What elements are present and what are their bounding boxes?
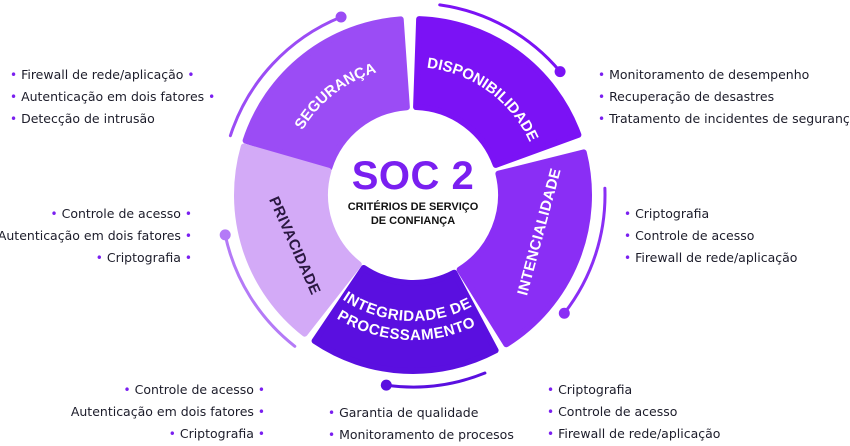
- list-item: Autenticação em dois fatores •: [71, 401, 265, 423]
- arc-end-dot-icon: [558, 307, 570, 319]
- segment-disponibilidade: [413, 16, 582, 168]
- bullet-icon: •: [10, 68, 18, 82]
- bullet-icon: •: [547, 383, 555, 397]
- segment-privacidade: [234, 143, 362, 337]
- list-bottom-left: • Controle de acesso • Autenticação em d…: [71, 379, 265, 445]
- bullet-icon: •: [547, 405, 555, 419]
- list-item-text: Criptografia: [106, 250, 181, 265]
- bullet-icon: •: [257, 427, 265, 441]
- list-item-text: Monitoramento de desempenho: [609, 67, 810, 82]
- list-item: • Recuperação de desastres: [598, 86, 850, 108]
- center-subtitle-line1: CRITÉRIOS DE SERVIÇO: [347, 201, 479, 213]
- list-item: • Criptografia •: [71, 423, 265, 445]
- list-item: • Criptografia: [547, 379, 720, 401]
- list-item: • Controle de acesso •: [0, 203, 192, 225]
- bullet-icon: •: [257, 405, 265, 419]
- list-integridade: • Garantia de qualidade • Monitoramento …: [328, 402, 514, 446]
- bullet-icon: •: [184, 229, 192, 243]
- arc-end-dot-icon: [335, 11, 347, 23]
- list-item-text: Firewall de rede/aplicação: [558, 426, 721, 441]
- list-item: • Firewall de rede/aplicação: [547, 423, 720, 445]
- list-item: • Detecção de intrusão: [10, 108, 215, 130]
- bullet-icon: •: [208, 90, 216, 104]
- arc-seguranca: [228, 15, 343, 138]
- bullet-icon: •: [547, 427, 555, 441]
- list-item-text: Controle de acesso: [635, 228, 755, 243]
- list-item: • Firewall de rede/aplicação •: [10, 64, 215, 86]
- bullet-icon: •: [184, 207, 192, 221]
- bullet-icon: •: [598, 112, 606, 126]
- list-item: • Firewall de rede/aplicação: [624, 247, 797, 269]
- segment-seguranca: [242, 16, 410, 171]
- bullet-icon: •: [10, 90, 18, 104]
- list-item-text: Controle de acesso: [134, 382, 254, 397]
- list-disponibilidade: • Monitoramento de desempenho • Recupera…: [598, 64, 850, 130]
- list-item-text: Controle de acesso: [558, 404, 678, 419]
- bullet-icon: •: [10, 112, 18, 126]
- segment-intencialidade: [456, 149, 592, 348]
- center-title: SOC 2: [351, 154, 475, 198]
- list-item: • Criptografia: [624, 203, 797, 225]
- bullet-icon: •: [168, 427, 176, 441]
- list-item: • Autenticação em dois fatores •: [10, 86, 215, 108]
- list-item: • Controle de acesso •: [71, 379, 265, 401]
- bullet-icon: •: [328, 428, 336, 442]
- list-item-text: Criptografia: [635, 206, 710, 221]
- list-item-text: Autenticação em dois fatores: [70, 404, 254, 419]
- arc-disponibilidade: [438, 3, 562, 74]
- list-item: • Garantia de qualidade: [328, 402, 514, 424]
- list-item-text: Criptografia: [179, 426, 254, 441]
- bullet-icon: •: [598, 68, 606, 82]
- center-subtitle-line2: DE CONFIANÇA: [370, 215, 456, 227]
- list-item: • Monitoramento de procesos: [328, 424, 514, 446]
- list-item-text: Autenticação em dois fatores: [0, 228, 181, 243]
- bullet-icon: •: [184, 251, 192, 265]
- list-item-text: Detecção de intrusão: [21, 111, 155, 126]
- list-privacidade: • Controle de acesso • Autenticação em d…: [0, 203, 192, 269]
- list-item-text: Autenticação em dois fatores: [21, 89, 205, 104]
- list-intencialidade: • Criptografia • Controle de acesso • Fi…: [624, 203, 797, 269]
- list-item: • Controle de acesso: [547, 401, 720, 423]
- list-bottom-right: • Criptografia • Controle de acesso • Fi…: [547, 379, 720, 445]
- bullet-icon: •: [187, 68, 195, 82]
- list-item-text: Recuperação de desastres: [609, 89, 775, 104]
- list-item-text: Monitoramento de procesos: [339, 427, 514, 442]
- arc-intencialidade: [562, 186, 607, 315]
- bullet-icon: •: [598, 90, 606, 104]
- list-item: • Tratamento de incidentes de segurança: [598, 108, 850, 130]
- bullet-icon: •: [123, 383, 131, 397]
- bullet-icon: •: [257, 383, 265, 397]
- list-item-text: Garantia de qualidade: [339, 405, 479, 420]
- bullet-icon: •: [95, 251, 103, 265]
- bullet-icon: •: [624, 229, 632, 243]
- bullet-icon: •: [328, 406, 336, 420]
- bullet-icon: •: [624, 251, 632, 265]
- arc-end-dot-icon: [554, 66, 566, 78]
- list-item-text: Controle de acesso: [61, 206, 181, 221]
- list-item-text: Firewall de rede/aplicação: [21, 67, 184, 82]
- list-item-text: Criptografia: [558, 382, 633, 397]
- list-seguranca: • Firewall de rede/aplicação • • Autenti…: [10, 64, 215, 130]
- list-item-text: Tratamento de incidentes de segurança: [609, 111, 850, 126]
- arc-end-dot-icon: [380, 379, 392, 391]
- list-item: • Controle de acesso: [624, 225, 797, 247]
- bullet-icon: •: [624, 207, 632, 221]
- arc-integridade: [384, 371, 487, 389]
- center-subtitle: CRITÉRIOS DE SERVIÇO DE CONFIANÇA: [323, 200, 503, 228]
- segment-integridade: [311, 264, 499, 374]
- arc-privacidade: [223, 233, 297, 348]
- list-item: • Monitoramento de desempenho: [598, 64, 850, 86]
- list-item: • Criptografia •: [0, 247, 192, 269]
- arc-end-dot-icon: [219, 229, 231, 241]
- bullet-icon: •: [50, 207, 58, 221]
- list-item-text: Firewall de rede/aplicação: [635, 250, 798, 265]
- list-item: Autenticação em dois fatores •: [0, 225, 192, 247]
